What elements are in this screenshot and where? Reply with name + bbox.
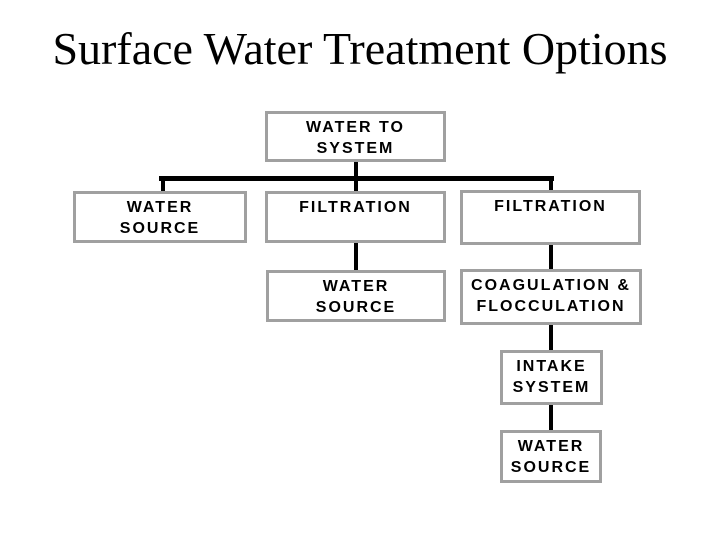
- node-water-to-system: WATER TO SYSTEM: [265, 111, 446, 162]
- node-filtration-right: FILTRATION: [460, 190, 641, 245]
- connector-drop-water-source-left: [161, 176, 165, 192]
- connector-intake-to-watersource: [549, 404, 553, 431]
- node-water-source-bottom: WATER SOURCE: [500, 430, 602, 483]
- connector-drop-filtration-right: [549, 176, 553, 191]
- connector-filtration-to-coagulation: [549, 244, 553, 271]
- connector-trunk-vertical: [354, 160, 358, 182]
- node-filtration-middle: FILTRATION: [265, 191, 446, 243]
- node-intake-system: INTAKE SYSTEM: [500, 350, 603, 405]
- node-water-source-middle: WATER SOURCE: [266, 270, 446, 322]
- connector-filtration-to-watersource: [354, 242, 358, 271]
- connector-coagulation-to-intake: [549, 324, 553, 351]
- node-coagulation-flocculation: COAGULATION & FLOCCULATION: [460, 269, 642, 325]
- slide-title: Surface Water Treatment Options: [52, 23, 668, 74]
- connector-drop-filtration-middle: [354, 176, 358, 192]
- node-water-source-left: WATER SOURCE: [73, 191, 247, 243]
